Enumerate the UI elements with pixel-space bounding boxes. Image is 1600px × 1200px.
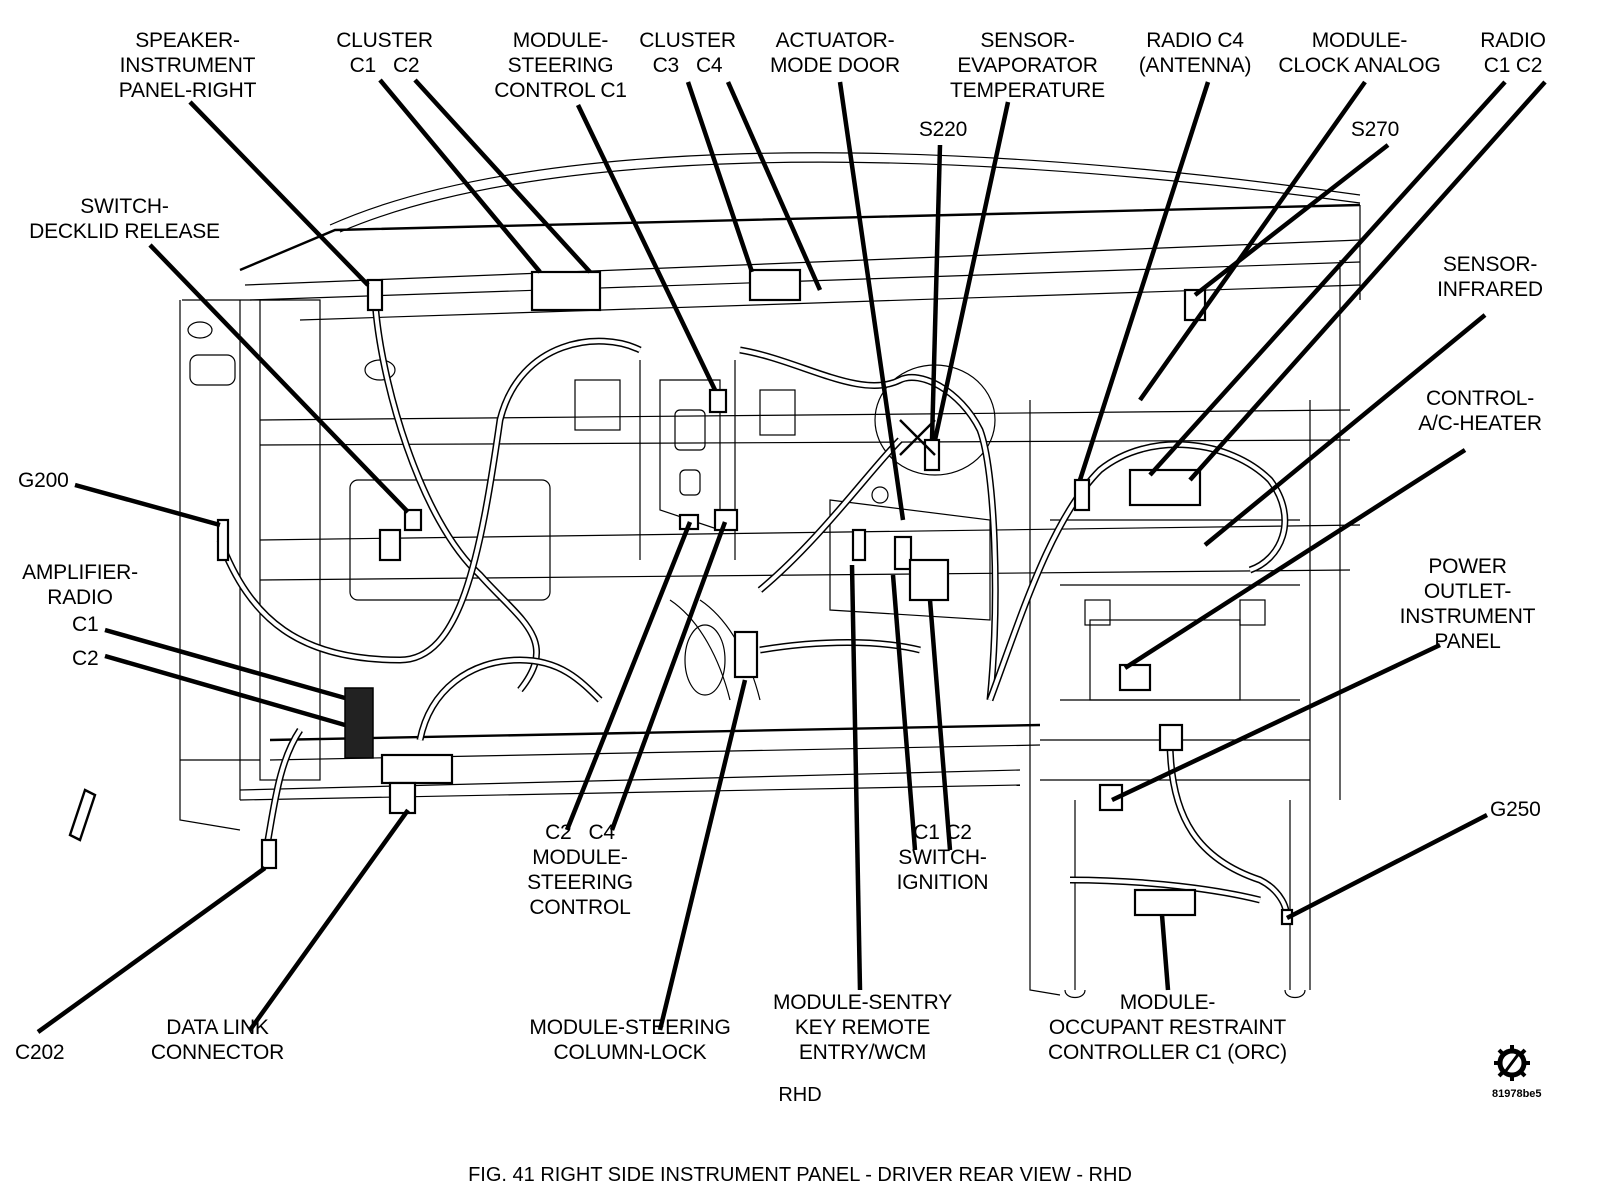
- callout-sensor-evaporator-temp: SENSOR- EVAPORATOR TEMPERATURE: [950, 29, 1105, 102]
- leader-radio-c1: [1148, 80, 1507, 477]
- callout-module-steering-control-c2-c4: C2 C4 MODULE- STEERING CONTROL: [527, 821, 633, 919]
- callout-module-clock-analog: MODULE- CLOCK ANALOG: [1278, 29, 1441, 77]
- actuator-x-mark: [899, 419, 936, 456]
- figure-caption: FIG. 41 RIGHT SIDE INSTRUMENT PANEL - DR…: [468, 1164, 1132, 1186]
- callout-module-steering-control-c1: MODULE- STEERING CONTROL C1: [494, 29, 627, 102]
- column-lock-module: [733, 630, 759, 679]
- callout-g200: G200: [18, 469, 69, 492]
- cluster-c3-c4-connector: [748, 268, 802, 302]
- g200-ground: [216, 518, 230, 562]
- callout-c202: C202: [15, 1041, 65, 1064]
- leader-s270: [1193, 143, 1390, 297]
- c202-connector: [260, 838, 278, 870]
- leader-steering-control-c2: [564, 521, 693, 831]
- ignition-switch-c2: [908, 558, 950, 602]
- leader-actuator-mode-door: [837, 81, 906, 521]
- steering-control-c1-connector: [708, 388, 728, 414]
- leader-amplifier-c1: [104, 627, 346, 701]
- sentry-key-module-connector: [851, 528, 867, 562]
- leader-ignition-c2: [927, 599, 953, 851]
- leader-lines: [36, 78, 1547, 1034]
- ac-heater-control-connector: [1118, 663, 1152, 692]
- callout-module-sentry-key: MODULE-SENTRY KEY REMOTE ENTRY/WCM: [772, 991, 953, 1064]
- view-label: RHD: [778, 1084, 822, 1106]
- leader-column-lock: [657, 679, 748, 1031]
- logo: [1494, 1045, 1530, 1081]
- leader-power-outlet: [1111, 642, 1441, 803]
- leader-steering-control-c1: [575, 104, 718, 391]
- callout-sensor-infrared: SENSOR- INFRARED: [1437, 253, 1543, 301]
- callout-amplifier-c2: C2: [72, 647, 99, 670]
- callout-control-ac-heater: CONTROL- A/C-HEATER: [1418, 387, 1542, 435]
- callout-cluster-c3-c4: CLUSTER C3 C4: [639, 29, 736, 77]
- callout-data-link-connector: DATA LINK CONNECTOR: [150, 1016, 285, 1064]
- connectors: [216, 268, 1294, 926]
- callout-actuator-mode-door: ACTUATOR- MODE DOOR: [769, 29, 901, 77]
- leader-evaporator-sensor: [932, 101, 1011, 441]
- callout-switch-ignition: C1 C2 SWITCH- IGNITION: [896, 821, 989, 894]
- leader-ignition-c1: [890, 574, 918, 851]
- callout-radio-c4-antenna: RADIO C4 (ANTENNA): [1138, 29, 1252, 77]
- leader-radio-c2: [1188, 80, 1547, 482]
- leader-s220: [929, 144, 943, 441]
- wiring-harness: [216, 299, 1290, 922]
- panel-line-art: [68, 152, 1361, 999]
- callout-radio-c1-c2: RADIO C1 C2: [1480, 29, 1546, 77]
- callout-amplifier-radio: AMPLIFIER- RADIO: [22, 561, 138, 609]
- document-id: 81978be5: [1492, 1088, 1542, 1100]
- leader-orc-module: [1159, 914, 1171, 991]
- leader-decklid-switch: [148, 243, 410, 514]
- data-link-connector-housing: [388, 781, 417, 815]
- steering-control-c4-connector: [713, 508, 739, 532]
- callout-amplifier-c1: C1: [72, 613, 99, 636]
- leader-ac-heater-control: [1123, 448, 1467, 670]
- leader-cluster-c2: [413, 78, 592, 274]
- ignition-switch-c1: [893, 535, 913, 571]
- leader-clock-analog: [1138, 80, 1367, 402]
- leader-cluster-c4: [725, 81, 823, 291]
- leader-cluster-c3: [685, 81, 755, 273]
- amplifier-connectors: [344, 687, 374, 759]
- leader-g200: [74, 482, 221, 528]
- leader-c202: [36, 866, 267, 1034]
- callout-s220: S220: [918, 118, 968, 141]
- callout-switch-decklid-release: SWITCH- DECKLID RELEASE: [29, 195, 220, 243]
- callout-cluster-c1-c2: CLUSTER C1 C2: [336, 29, 433, 77]
- leader-sentry-key-module: [849, 564, 863, 991]
- callout-module-orc: MODULE- OCCUPANT RESTRAINT CONTROLLER C1…: [1048, 991, 1287, 1064]
- leader-steering-control-c4: [609, 521, 728, 831]
- decklid-switch-body: [378, 528, 402, 562]
- callout-speaker-ip-right: SPEAKER- INSTRUMENT PANEL-RIGHT: [118, 29, 257, 102]
- data-link-connector-body: [380, 753, 454, 785]
- callout-power-outlet-ip: POWER OUTLET- INSTRUMENT PANEL: [1399, 555, 1536, 653]
- speaker-connector: [366, 278, 384, 312]
- radio-c1-c2-connector: [1128, 468, 1202, 507]
- leader-g250: [1285, 812, 1489, 921]
- leader-amplifier-c2: [104, 653, 346, 728]
- leader-data-link-connector: [248, 808, 410, 1032]
- leader-radio-c4: [1077, 81, 1211, 481]
- ip-power-outlet-connector-upper: [1158, 723, 1184, 752]
- orc-module-connector: [1133, 888, 1197, 917]
- callout-module-steering-column-lock: MODULE-STEERING COLUMN-LOCK: [529, 1016, 731, 1064]
- radio-c4-connector: [1073, 478, 1091, 512]
- leader-speaker: [188, 100, 370, 287]
- leader-cluster-c1: [378, 78, 542, 274]
- callout-g250: G250: [1490, 798, 1541, 821]
- callout-s270: S270: [1350, 118, 1400, 141]
- evaporator-sensor-connector: [923, 438, 941, 472]
- decklid-switch-connector: [403, 508, 423, 532]
- cluster-c1-c2-connector: [530, 270, 602, 312]
- leader-sensor-infrared: [1203, 313, 1487, 547]
